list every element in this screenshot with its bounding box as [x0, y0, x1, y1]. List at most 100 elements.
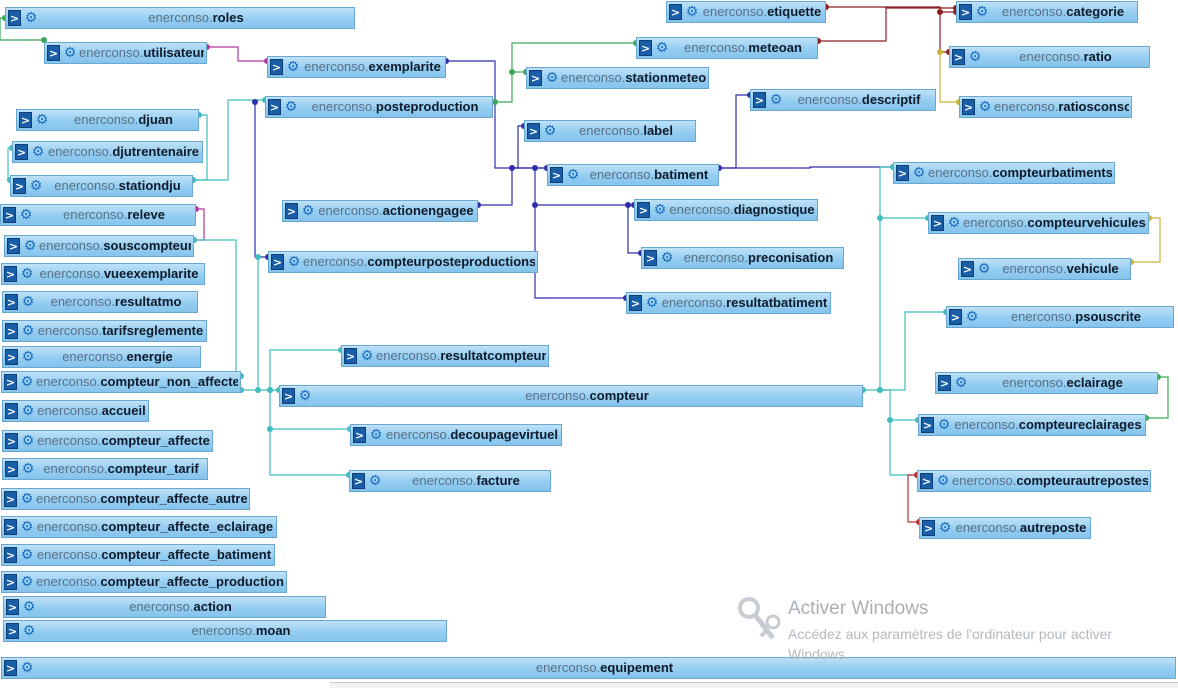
- table-node-psouscrite[interactable]: >⚙enerconso.psouscrite: [946, 306, 1174, 328]
- table-node-compteurposteproductions[interactable]: >⚙enerconso.compteurposteproductions: [268, 251, 538, 273]
- gear-icon[interactable]: ⚙: [22, 599, 36, 615]
- table-node-utilisateur[interactable]: >⚙enerconso.utilisateur: [44, 42, 207, 64]
- expand-icon[interactable]: >: [921, 417, 934, 433]
- table-node-compteur_tarif[interactable]: >⚙enerconso.compteur_tarif: [2, 458, 208, 480]
- expand-icon[interactable]: >: [529, 70, 542, 86]
- gear-icon[interactable]: ⚙: [977, 261, 991, 277]
- table-node-tarifsreglemente[interactable]: >⚙enerconso.tarifsreglemente: [2, 320, 207, 342]
- expand-icon[interactable]: >: [527, 123, 540, 139]
- expand-icon[interactable]: >: [13, 178, 26, 194]
- gear-icon[interactable]: ⚙: [947, 215, 961, 231]
- table-node-label[interactable]: >⚙enerconso.label: [524, 120, 696, 142]
- gear-icon[interactable]: ⚙: [938, 520, 952, 536]
- expand-icon[interactable]: >: [938, 375, 951, 391]
- table-node-facture[interactable]: >⚙enerconso.facture: [349, 470, 551, 492]
- gear-icon[interactable]: ⚙: [19, 207, 33, 223]
- table-node-descriptif[interactable]: >⚙enerconso.descriptif: [750, 89, 936, 111]
- table-node-posteproduction[interactable]: >⚙enerconso.posteproduction: [265, 96, 493, 118]
- expand-icon[interactable]: >: [19, 112, 32, 128]
- gear-icon[interactable]: ⚙: [284, 99, 298, 115]
- gear-icon[interactable]: ⚙: [31, 144, 45, 160]
- gear-icon[interactable]: ⚙: [20, 519, 34, 535]
- table-node-compteur_affecte_production[interactable]: >⚙enerconso.compteur_affecte_production: [1, 571, 287, 593]
- gear-icon[interactable]: ⚙: [20, 266, 34, 282]
- gear-icon[interactable]: ⚙: [21, 461, 35, 477]
- gear-icon[interactable]: ⚙: [566, 167, 580, 183]
- expand-icon[interactable]: >: [47, 45, 60, 61]
- gear-icon[interactable]: ⚙: [978, 99, 992, 115]
- table-node-compteur_affecte_batiment[interactable]: >⚙enerconso.compteur_affecte_batiment: [1, 544, 275, 566]
- table-node-compteur_affecte_eclairage[interactable]: >⚙enerconso.compteur_affecte_eclairage: [1, 516, 277, 538]
- table-node-resultatmo[interactable]: >⚙enerconso.resultatmo: [2, 291, 198, 313]
- expand-icon[interactable]: >: [3, 207, 16, 223]
- table-node-batiment[interactable]: >⚙enerconso.batiment: [547, 164, 719, 186]
- table-node-vueexemplarite[interactable]: >⚙enerconso.vueexemplarite: [1, 263, 205, 285]
- table-node-exemplarite[interactable]: >⚙enerconso.exemplarite: [267, 56, 446, 78]
- gear-icon[interactable]: ⚙: [301, 203, 315, 219]
- expand-icon[interactable]: >: [4, 547, 17, 563]
- expand-icon[interactable]: >: [639, 40, 652, 56]
- gear-icon[interactable]: ⚙: [769, 92, 783, 108]
- gear-icon[interactable]: ⚙: [655, 40, 669, 56]
- table-node-ratiosconso[interactable]: >⚙enerconso.ratiosconso: [959, 96, 1132, 118]
- expand-icon[interactable]: >: [270, 59, 283, 75]
- gear-icon[interactable]: ⚙: [35, 112, 49, 128]
- table-node-etiquette[interactable]: >⚙enerconso.etiquette: [666, 1, 826, 23]
- table-node-releve[interactable]: >⚙enerconso.releve: [0, 204, 196, 226]
- expand-icon[interactable]: >: [4, 660, 17, 676]
- expand-icon[interactable]: >: [268, 99, 281, 115]
- gear-icon[interactable]: ⚙: [545, 70, 559, 86]
- table-node-autreposte[interactable]: >⚙enerconso.autreposte: [919, 517, 1091, 539]
- expand-icon[interactable]: >: [5, 349, 18, 365]
- expand-icon[interactable]: >: [962, 99, 975, 115]
- expand-icon[interactable]: >: [6, 623, 19, 639]
- expand-icon[interactable]: >: [920, 473, 933, 489]
- table-node-eclairage[interactable]: >⚙enerconso.eclairage: [935, 372, 1158, 394]
- gear-icon[interactable]: ⚙: [21, 349, 35, 365]
- expand-icon[interactable]: >: [931, 215, 944, 231]
- gear-icon[interactable]: ⚙: [975, 4, 989, 20]
- expand-icon[interactable]: >: [282, 388, 295, 404]
- gear-icon[interactable]: ⚙: [21, 294, 35, 310]
- expand-icon[interactable]: >: [669, 4, 682, 20]
- expand-icon[interactable]: >: [922, 520, 935, 536]
- gear-icon[interactable]: ⚙: [543, 123, 557, 139]
- table-node-compteurbatiments[interactable]: >⚙enerconso.compteurbatiments: [893, 162, 1115, 184]
- gear-icon[interactable]: ⚙: [20, 660, 34, 676]
- table-node-vehicule[interactable]: >⚙enerconso.vehicule: [958, 258, 1131, 280]
- table-node-categorie[interactable]: >⚙enerconso.categorie: [956, 1, 1138, 23]
- table-node-accueil[interactable]: >⚙enerconso.accueil: [2, 400, 149, 422]
- table-node-preconisation[interactable]: >⚙enerconso.preconisation: [641, 247, 844, 269]
- expand-icon[interactable]: >: [4, 266, 17, 282]
- gear-icon[interactable]: ⚙: [660, 250, 674, 266]
- expand-icon[interactable]: >: [4, 374, 17, 390]
- expand-icon[interactable]: >: [952, 49, 965, 65]
- table-node-roles[interactable]: >⚙enerconso.roles: [5, 7, 355, 29]
- table-node-djutrentenaire[interactable]: >⚙enerconso.djutrentenaire: [12, 141, 203, 163]
- gear-icon[interactable]: ⚙: [24, 10, 38, 26]
- gear-icon[interactable]: ⚙: [22, 623, 36, 639]
- expand-icon[interactable]: >: [896, 165, 909, 181]
- table-node-actionengagee[interactable]: >⚙enerconso.actionengagee: [282, 200, 478, 222]
- table-node-compteurautrepostes[interactable]: >⚙enerconso.compteurautrepostes: [917, 470, 1151, 492]
- expand-icon[interactable]: >: [961, 261, 974, 277]
- expand-icon[interactable]: >: [644, 250, 657, 266]
- table-node-energie[interactable]: >⚙enerconso.energie: [2, 346, 201, 368]
- gear-icon[interactable]: ⚙: [21, 403, 35, 419]
- expand-icon[interactable]: >: [959, 4, 972, 20]
- gear-icon[interactable]: ⚙: [968, 49, 982, 65]
- gear-icon[interactable]: ⚙: [21, 433, 35, 449]
- expand-icon[interactable]: >: [5, 433, 18, 449]
- table-node-equipement[interactable]: >⚙enerconso.equipement: [1, 657, 1176, 679]
- expand-icon[interactable]: >: [753, 92, 766, 108]
- table-node-djuan[interactable]: >⚙enerconso.djuan: [16, 109, 199, 131]
- expand-icon[interactable]: >: [550, 167, 563, 183]
- gear-icon[interactable]: ⚙: [20, 547, 34, 563]
- table-node-compteur_affecte_autre[interactable]: >⚙enerconso.compteur_affecte_autre: [1, 488, 250, 510]
- expand-icon[interactable]: >: [6, 599, 19, 615]
- expand-icon[interactable]: >: [271, 254, 284, 270]
- table-node-action[interactable]: >⚙enerconso.action: [3, 596, 326, 618]
- expand-icon[interactable]: >: [5, 294, 18, 310]
- expand-icon[interactable]: >: [7, 238, 20, 254]
